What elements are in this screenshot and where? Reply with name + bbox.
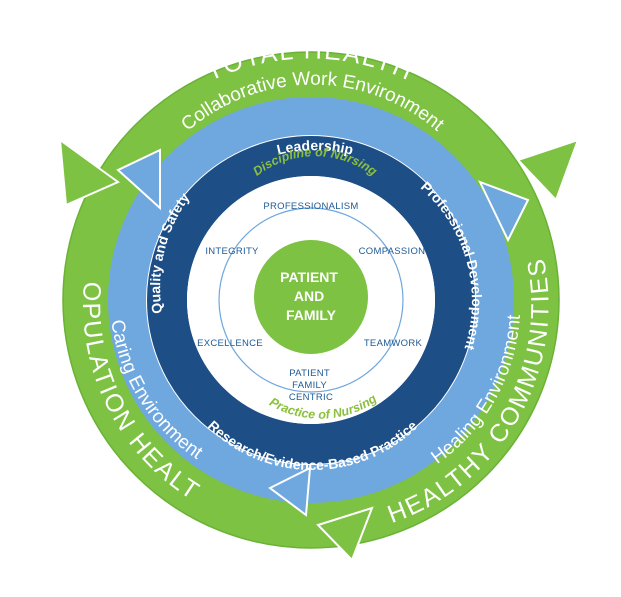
value-professionalism: PROFESSIONALISM — [263, 201, 358, 212]
middle-arrow-left — [116, 148, 161, 211]
middle-arrow-bottom — [268, 466, 312, 517]
center-line-3: FAMILY — [286, 307, 337, 323]
outer-ring-edge — [62, 51, 560, 549]
outer-arrow-left — [58, 137, 120, 207]
middle-arrow-right — [478, 180, 530, 243]
value-excellence: EXCELLENCE — [197, 338, 263, 349]
value-pfc-line-1: PATIENT — [289, 368, 330, 379]
outer-ring-band — [63, 52, 559, 548]
value-pfc-line-3: CENTRIC — [289, 392, 333, 403]
value-teamwork: TEAMWORK — [364, 338, 423, 349]
outer-arrow-right — [516, 138, 580, 202]
center-line-1: PATIENT — [280, 269, 338, 285]
value-patient-family-centric: PATIENT FAMILY CENTRIC — [289, 368, 333, 403]
middle-ring-band — [108, 97, 514, 503]
core-thin-ring — [218, 207, 404, 393]
inner-label-top: Leadership — [275, 137, 355, 158]
center-fill — [254, 240, 368, 354]
center-circle: PATIENT AND FAMILY — [254, 240, 368, 354]
value-integrity: INTEGRITY — [205, 246, 259, 257]
value-pfc-line-2: FAMILY — [292, 380, 327, 391]
center-label: PATIENT AND FAMILY — [280, 269, 342, 323]
center-line-2: AND — [294, 288, 324, 304]
value-compassion: COMPASSION — [359, 246, 426, 257]
inner-ring-band — [147, 136, 475, 464]
outer-arrow-bottom — [316, 506, 374, 562]
inner-label-top-text: Leadership — [275, 137, 355, 158]
